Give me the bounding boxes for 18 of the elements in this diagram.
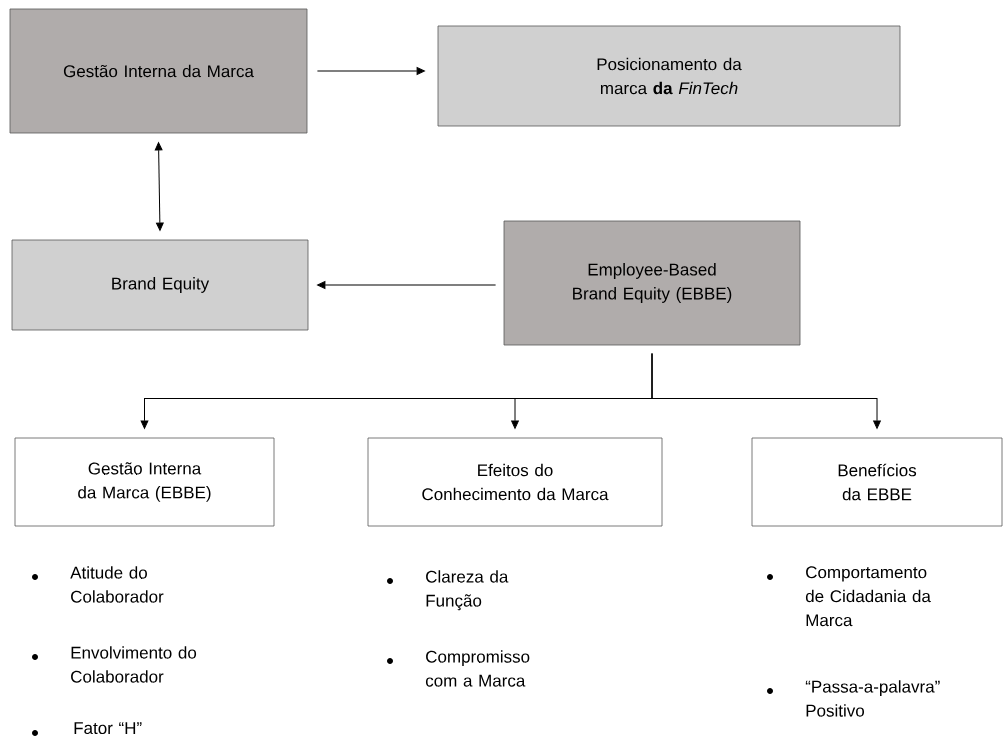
arrow xyxy=(651,352,881,429)
bullet-item: Atitude do Colaborador xyxy=(70,566,164,603)
bullet-item: Clareza da Função xyxy=(426,570,509,611)
process-box: Efeitos do Conhecimento da Marca xyxy=(367,437,663,527)
arrow xyxy=(316,67,425,75)
process-box: Gestão Interna da Marca xyxy=(9,8,308,134)
process-box: Gestão Interna da Marca (EBBE) xyxy=(14,437,275,527)
bullet-item: Compromisso com a Marca xyxy=(425,650,530,687)
bullet-item: Fator “H” xyxy=(74,722,142,735)
bullet-item: Comportamento de Cidadania da Marca xyxy=(805,566,931,627)
process-box: Posicionamento da marca da FinTech xyxy=(437,25,901,127)
arrow xyxy=(154,142,164,231)
process-box: Employee-Based Brand Equity (EBBE) xyxy=(503,220,801,346)
bullet-item: Envolvimento do Colaborador xyxy=(71,646,197,683)
process-box: Benefícios da EBBE xyxy=(751,437,1003,527)
arrow xyxy=(317,281,497,289)
process-box: Brand Equity xyxy=(11,239,309,331)
bullet-item: “Passa-a-palavra” Positivo xyxy=(805,680,940,717)
